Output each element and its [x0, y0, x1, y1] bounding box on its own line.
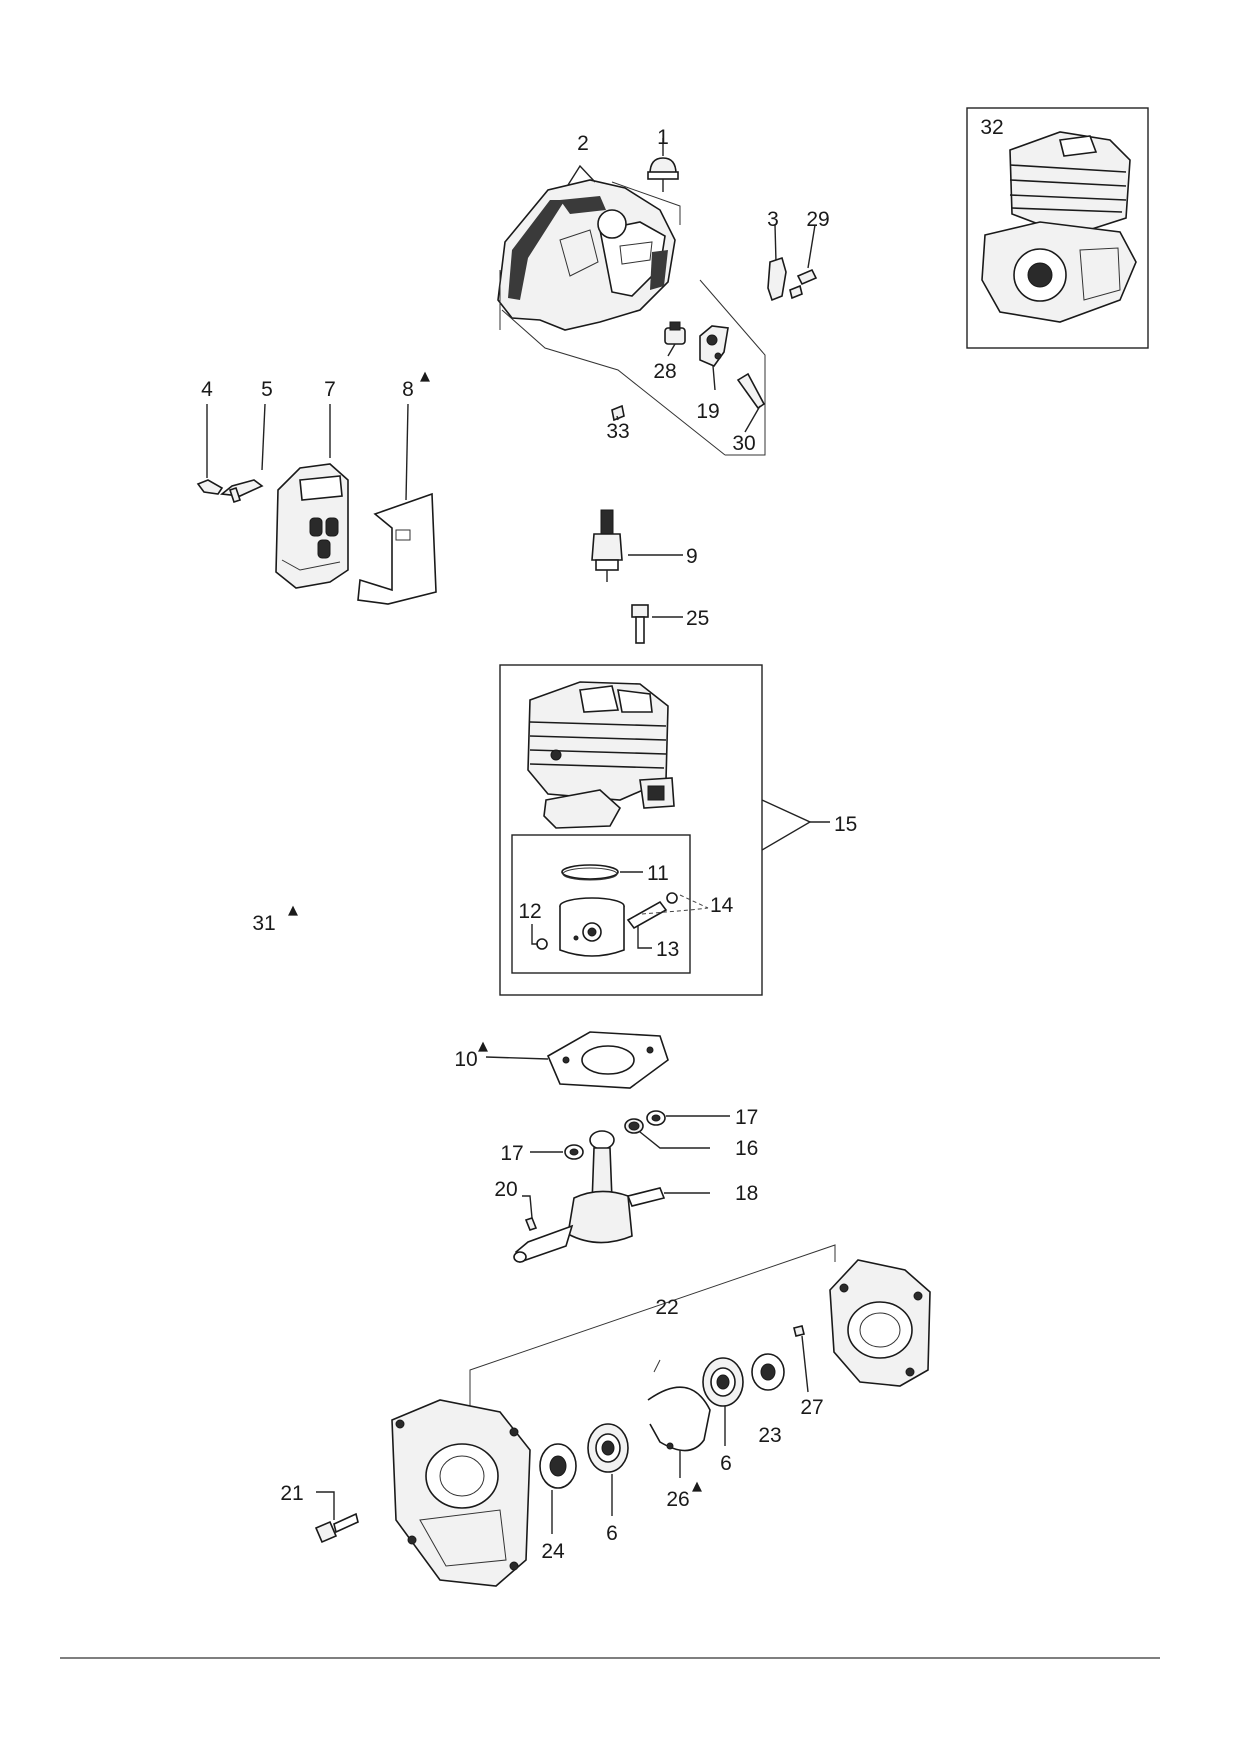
- callout-25: 25: [686, 607, 709, 630]
- screw-part-21: [314, 1491, 359, 1544]
- primer-bulb-part: [647, 138, 679, 192]
- key-part-20: [522, 1195, 538, 1231]
- callout-5: 5: [261, 378, 273, 401]
- seal-part-23: [751, 1353, 785, 1391]
- callout-11: 11: [647, 862, 669, 885]
- bracket-2-top: [611, 181, 681, 225]
- callout-28: 28: [653, 360, 676, 383]
- callout-1: 1: [657, 126, 669, 149]
- callout-17-left: 17: [500, 1142, 523, 1165]
- callout-7: 7: [324, 378, 336, 401]
- bearing-part-16: [624, 1118, 710, 1149]
- piston-ring-part-11: [561, 864, 643, 881]
- callout-13: 13: [656, 938, 679, 961]
- engine-cover-part: [497, 179, 676, 331]
- bracket-2-bottom: [501, 309, 726, 456]
- callout-17-top: 17: [735, 1106, 758, 1129]
- bracket-part-19: [699, 325, 729, 391]
- muffler-part-7: [275, 404, 349, 589]
- marker-10: ▲: [478, 1039, 488, 1054]
- callout-23: 23: [758, 1424, 781, 1447]
- seal-part-24: [539, 1443, 577, 1534]
- callout-27: 27: [800, 1396, 823, 1419]
- bearing-part-6-right: [702, 1357, 744, 1446]
- cylinder-part: [527, 681, 675, 829]
- nut-part-33: [611, 404, 625, 422]
- bearing-part-6-left: [587, 1423, 629, 1516]
- callout-24: 24: [541, 1540, 565, 1563]
- bracket-22: [469, 1244, 836, 1430]
- piston-pin-part-13: [626, 900, 668, 949]
- circlip-part-14: [641, 892, 709, 915]
- callout-32: 32: [980, 116, 1003, 139]
- bolt-part-25: [631, 604, 683, 644]
- screw-part-30: [736, 372, 766, 433]
- crankshaft-part-18: [513, 1130, 710, 1264]
- fitting-part-28: [664, 321, 686, 357]
- callout-8: 8: [402, 378, 414, 401]
- callout-21: 21: [280, 1482, 303, 1505]
- callout-16: 16: [735, 1137, 758, 1160]
- washer-part-17-left: [530, 1144, 584, 1160]
- leader-2: [567, 164, 596, 186]
- callout-30: 30: [732, 432, 755, 455]
- washer-part-17-top: [646, 1110, 730, 1126]
- callout-2: 2: [577, 132, 589, 155]
- callout-6-left: 6: [606, 1522, 618, 1545]
- screw-part-29: [789, 224, 818, 300]
- engine-assembly-part: [981, 131, 1137, 323]
- gasket-part-8: [357, 403, 437, 605]
- callout-12: 12: [518, 900, 541, 923]
- callout-10: 10: [454, 1048, 477, 1071]
- callout-29: 29: [806, 208, 829, 231]
- crankcase-half-left: [391, 1399, 531, 1587]
- callout-31: 31: [252, 912, 275, 935]
- base-gasket-part-10: [485, 1031, 669, 1089]
- bolt-part-4: [196, 404, 224, 495]
- crankcase-half-right: [829, 1259, 931, 1387]
- marker-26: ▲: [692, 1479, 702, 1494]
- callout-20: 20: [494, 1178, 517, 1201]
- callout-6-right: 6: [720, 1452, 732, 1475]
- cylinder-kit-frame: [499, 664, 763, 996]
- marker-8: ▲: [420, 369, 430, 384]
- callout-4: 4: [201, 378, 213, 401]
- circlip-part-12: [531, 924, 548, 950]
- spark-plug-part-9: [591, 509, 683, 582]
- gasket-part-26: [647, 1359, 711, 1478]
- callout-15: 15: [834, 813, 857, 836]
- bolt-part-5: [219, 403, 266, 504]
- bracket-2-right: [699, 279, 766, 456]
- piston-kit-frame: [511, 834, 691, 974]
- callout-3: 3: [767, 208, 779, 231]
- marker-31: ▲: [288, 903, 298, 918]
- callout-33: 33: [606, 420, 629, 443]
- piston-part: [559, 897, 625, 957]
- callout-22: 22: [655, 1296, 678, 1319]
- bracket-15: [761, 799, 812, 851]
- callout-14: 14: [710, 894, 734, 917]
- pin-part-27: [793, 1325, 809, 1393]
- callout-19: 19: [696, 400, 719, 423]
- callout-26: 26: [666, 1488, 689, 1511]
- callout-9: 9: [686, 545, 698, 568]
- callout-18: 18: [735, 1182, 758, 1205]
- clip-part-3: [767, 224, 787, 302]
- assembly-inset-frame: [966, 107, 1149, 349]
